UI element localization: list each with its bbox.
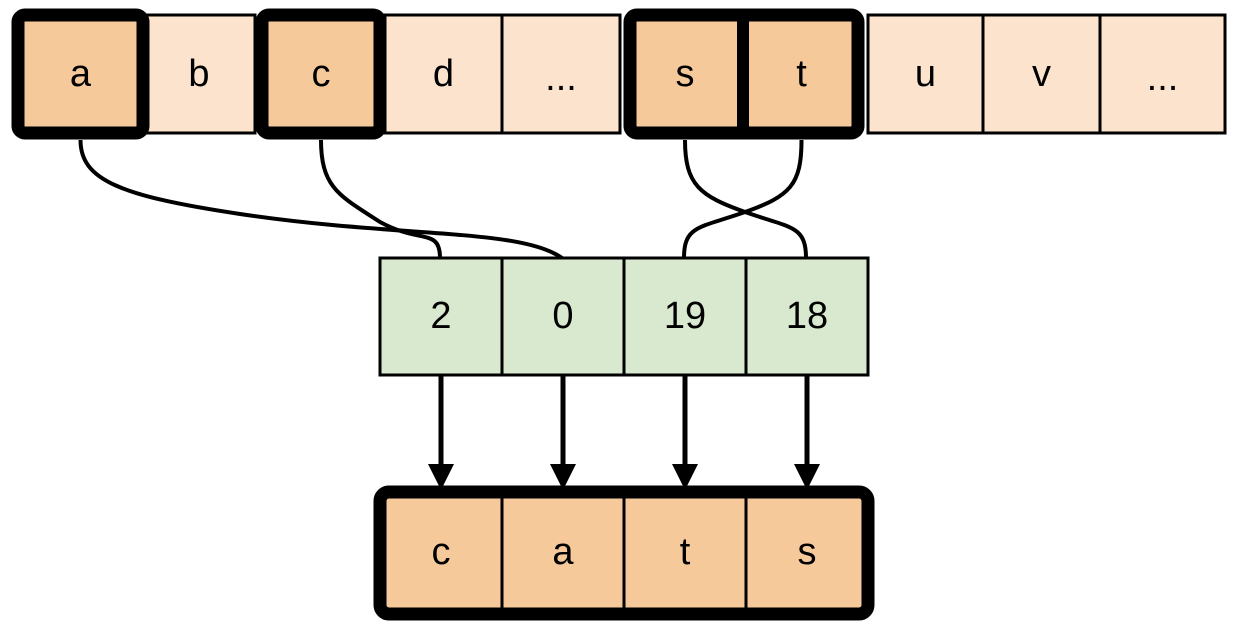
- alphabet-cell-3-label: d: [433, 53, 454, 95]
- connector-a-to-0: [78, 139, 564, 260]
- alphabet-cell-9[interactable]: [1098, 13, 1227, 135]
- arrow-head-0-icon: [428, 464, 454, 490]
- alphabet-cell-1-label: b: [188, 53, 209, 95]
- alphabet-cell-4[interactable]: [500, 13, 622, 135]
- alphabet-cell-9-label: ...: [1147, 57, 1179, 99]
- connector-t-to-19: [682, 139, 804, 259]
- alphabet-highlight-outline-c: [255, 8, 387, 140]
- index-cell-1-value: 0: [552, 295, 573, 337]
- result-cell-2-label: t: [680, 531, 691, 573]
- alphabet-cell-5-label: s: [676, 53, 695, 95]
- result-cell-3-label: s: [798, 531, 817, 573]
- alphabet-cell-0-label: a: [70, 53, 92, 95]
- index-cell-3[interactable]: [744, 256, 870, 377]
- alphabet-highlight-outline-st: [623, 8, 865, 140]
- alphabet-cell-8-label: v: [1032, 53, 1051, 95]
- down-arrows: [428, 375, 820, 490]
- result-cell-1-label: a: [552, 531, 574, 573]
- result-strip: c a t s: [373, 485, 875, 621]
- index-cell-2[interactable]: [622, 256, 748, 377]
- alphabet-cell-1[interactable]: [141, 13, 257, 135]
- alphabet-cell-7-label: u: [915, 53, 936, 95]
- result-cell-0-label: c: [432, 531, 451, 573]
- alphabet-cell-4-label: ...: [545, 57, 577, 99]
- alphabet-highlight-outline-a: [11, 8, 150, 140]
- index-strip: 2 0 19 18: [378, 256, 870, 377]
- alphabet-cell-2-label: c: [312, 53, 331, 95]
- result-cell-0[interactable]: [378, 490, 504, 616]
- arrow-head-2-icon: [672, 464, 698, 490]
- arrow-head-1-icon: [550, 464, 576, 490]
- connector-s-to-18: [683, 139, 808, 259]
- arrow-head-3-icon: [794, 464, 820, 490]
- index-cell-0-value: 2: [430, 295, 451, 337]
- alphabet-cell-6-label: t: [796, 53, 807, 95]
- result-strip-outline: [373, 485, 875, 621]
- alphabet-strip: a b c d ... s t u v: [11, 8, 1227, 140]
- alphabet-cell-8[interactable]: [981, 13, 1102, 135]
- index-cell-1[interactable]: [500, 256, 626, 377]
- index-cell-3-value: 18: [786, 295, 828, 337]
- index-cell-2-value: 19: [664, 295, 706, 337]
- curved-connectors: [78, 139, 808, 260]
- connector-c-to-2: [319, 139, 442, 259]
- result-cell-1[interactable]: [500, 490, 626, 616]
- alphabet-cell-7[interactable]: [866, 13, 985, 135]
